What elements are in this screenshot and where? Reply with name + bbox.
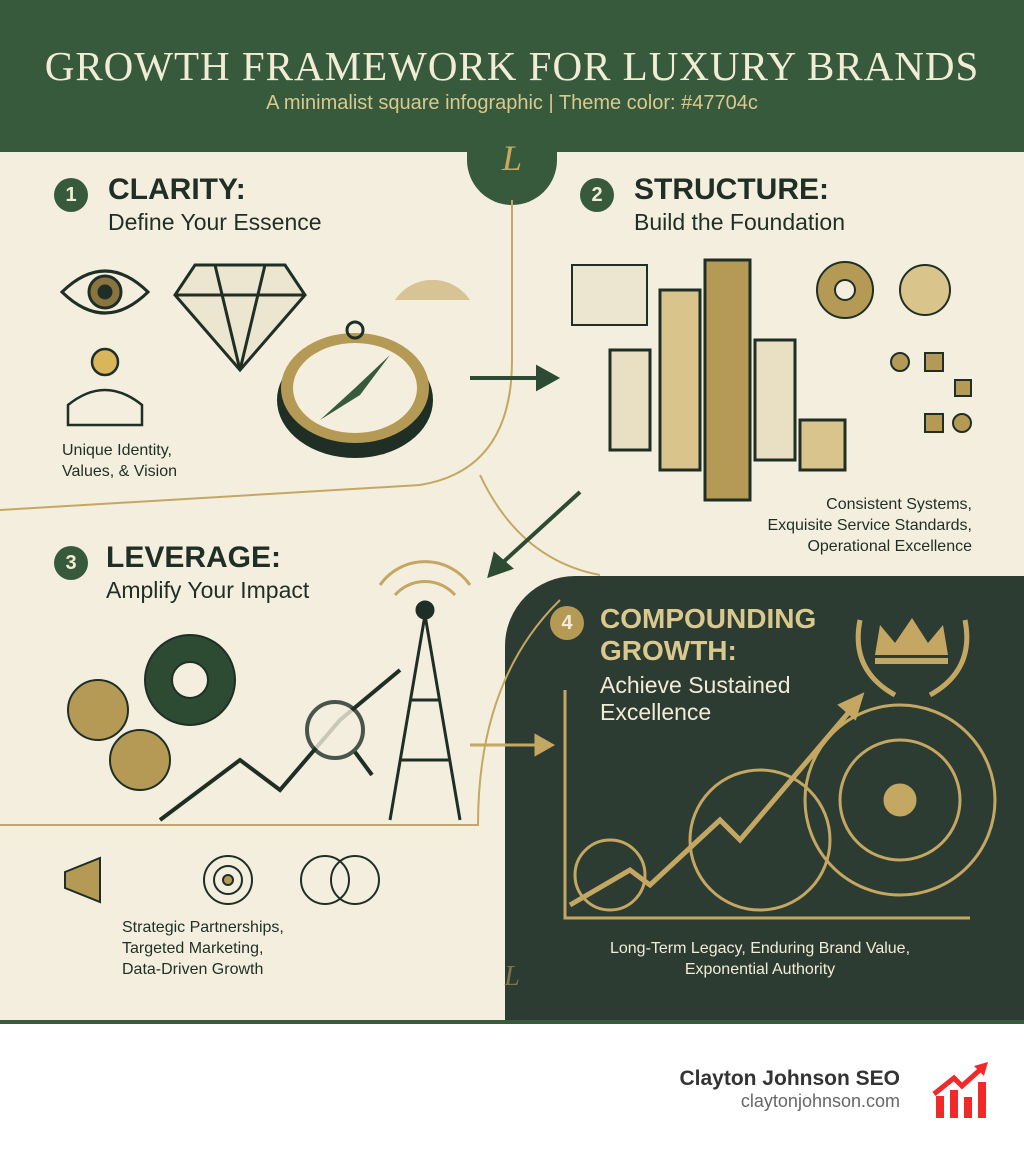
step2-title: STRUCTURE: [634, 173, 829, 206]
caption-line: Unique Identity, [62, 442, 172, 459]
step2-number: 2 [580, 178, 614, 212]
step1-title: CLARITY: [108, 173, 246, 206]
caption-line: Exponential Authority [684, 961, 836, 978]
brand-url[interactable]: claytonjohnson.com [740, 1091, 900, 1111]
caption-line: Exquisite Service Standards, [767, 517, 972, 534]
target-icon [203, 855, 253, 905]
monogram-watermark: L [503, 961, 520, 992]
step4-number: 4 [550, 606, 584, 640]
step3-subtitle: Amplify Your Impact [106, 577, 310, 603]
caption-line: Long-Term Legacy, Enduring Brand Value, [609, 940, 911, 957]
divider [0, 1020, 1024, 1024]
step1-number: 1 [54, 178, 88, 212]
step3-number: 3 [54, 546, 88, 580]
connector-lines [0, 200, 601, 826]
diamond-icon [173, 263, 307, 373]
svg-text:L: L [501, 138, 522, 178]
growth-chart-icon [563, 690, 997, 920]
flowchart-icon [890, 352, 972, 433]
gears-icon [816, 261, 951, 319]
step1-caption: Unique Identity, Values, & Vision [62, 440, 177, 482]
caption-line: Strategic Partnerships, [122, 919, 284, 936]
page-title: GROWTH FRAMEWORK FOR LUXURY BRANDS [44, 43, 980, 89]
title-line: COMPOUNDING [600, 603, 817, 634]
monogram-badge-icon: L [467, 138, 557, 205]
step3-title: LEVERAGE: [106, 541, 282, 574]
brand-block: Clayton Johnson SEO claytonjohnson.com [679, 1067, 900, 1112]
trend-chart-icon [158, 668, 402, 822]
step2-caption: Consistent Systems, Exquisite Service Sta… [767, 494, 972, 557]
caption-line: Data-Driven Growth [122, 961, 264, 978]
bar-chart-arrow-icon [932, 1062, 988, 1118]
megaphone-icon [64, 856, 101, 904]
caption-line: Operational Excellence [807, 538, 972, 555]
caption-line: Targeted Marketing, [122, 940, 264, 957]
step1-subtitle: Define Your Essence [108, 209, 322, 235]
eye-icon [59, 269, 151, 315]
compass-icon [277, 320, 433, 458]
radio-tower-icon [378, 560, 472, 821]
step3-caption: Strategic Partnerships, Targeted Marketin… [122, 917, 284, 980]
arrow-icons [470, 364, 582, 579]
venn-icon [300, 855, 380, 905]
header [0, 0, 1024, 152]
page-subtitle: A minimalist square infographic | Theme … [266, 92, 758, 114]
caption-line: Consistent Systems, [826, 496, 972, 513]
building-structure-icon [608, 258, 847, 502]
sunrise-icon [395, 279, 470, 300]
subtitle-line: Excellence [600, 699, 712, 725]
caption-line: Values, & Vision [62, 463, 178, 480]
step4-caption: Long-Term Legacy, Enduring Brand Value, E… [560, 938, 960, 980]
gears-icon [67, 634, 236, 791]
subtitle-line: Achieve Sustained [600, 672, 791, 698]
lightbulb-person-icon [66, 347, 144, 427]
blueprint-icon [571, 264, 648, 326]
brand-name: Clayton Johnson SEO [679, 1067, 900, 1090]
title-line: GROWTH: [600, 635, 737, 666]
step2-subtitle: Build the Foundation [634, 209, 845, 235]
crown-laurel-icon [855, 618, 970, 698]
